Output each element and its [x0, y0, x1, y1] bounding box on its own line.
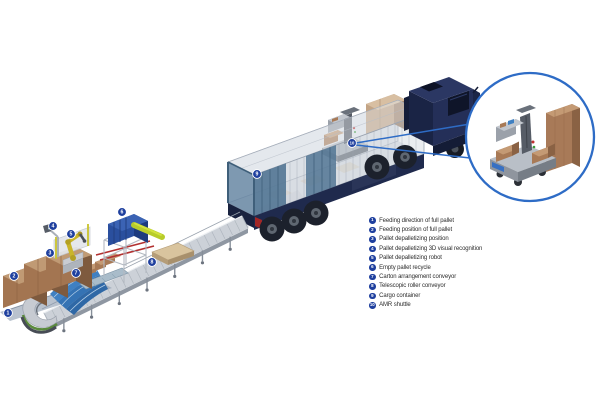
callout-bubble: [464, 71, 596, 203]
diagram-badge-10: 10: [347, 138, 357, 148]
legend-badge: 2: [369, 226, 376, 234]
legend-label: Carton arrangement conveyor: [379, 274, 457, 281]
legend-label: Empty pallet recycle: [379, 264, 431, 271]
legend-badge: 1: [369, 217, 376, 224]
svg-text:3: 3: [49, 251, 52, 257]
legend-label: Pallet depalletizing robot: [379, 255, 442, 262]
empty-pallet-stack: [151, 242, 195, 265]
trailer-wheels: [259, 200, 329, 242]
svg-text:1: 1: [7, 311, 10, 317]
svg-text:7: 7: [75, 271, 78, 277]
diagram-badge-9: 9: [252, 169, 262, 179]
legend-label: Pallet depalletizing 3D visual recogniti…: [379, 245, 483, 252]
legend-label: AMR shuttle: [379, 302, 411, 309]
legend-label: Pallet depalletizing position: [379, 236, 449, 243]
legend-badge: 9: [369, 292, 376, 300]
svg-text:10: 10: [350, 141, 355, 146]
depalletizing-robot: [62, 231, 87, 274]
svg-text:2: 2: [13, 274, 16, 280]
diagram-badge-5: 5: [66, 229, 76, 239]
legend-badge: 3: [369, 236, 376, 243]
legend-badge: 7: [369, 273, 376, 281]
legend-badge: 8: [369, 283, 376, 290]
diagram-badges: 1 2 3 4 5 6 7 8 9 10: [3, 138, 357, 318]
svg-text:5: 5: [70, 232, 73, 238]
svg-text:4: 4: [52, 224, 55, 230]
callout-tail-lines: [355, 123, 471, 159]
diagram-badge-7: 7: [71, 268, 81, 278]
legend-badge: 10: [369, 301, 376, 309]
callout-amr-detail: [490, 104, 580, 186]
diagram-badge-1: 1: [3, 308, 13, 318]
legend-label: Cargo container: [379, 292, 421, 299]
svg-text:6: 6: [121, 210, 124, 216]
legend-label: Feeding position of full pallet: [379, 227, 453, 234]
tractor-cab: [404, 77, 480, 156]
empty-pallet-recycle-machine: [103, 214, 165, 283]
diagram-badge-4: 4: [48, 221, 58, 231]
legend-label: Telescopic roller conveyor: [379, 283, 446, 290]
amr-shuttle-detail: [490, 105, 556, 186]
diagram-badge-3: 3: [45, 248, 55, 258]
diagram-badge-8: 8: [147, 257, 157, 267]
svg-text:9: 9: [256, 172, 259, 178]
diagram-badge-2: 2: [9, 271, 19, 281]
legend-badge: 4: [369, 245, 376, 253]
svg-text:8: 8: [151, 260, 154, 266]
legend-badge: 6: [369, 264, 376, 271]
pallet-transfer-rails: [95, 240, 155, 261]
legend-badge: 5: [369, 254, 376, 262]
legend-label: Feeding direction of full pallet: [379, 217, 454, 224]
diagram-badge-6: 6: [117, 207, 127, 217]
